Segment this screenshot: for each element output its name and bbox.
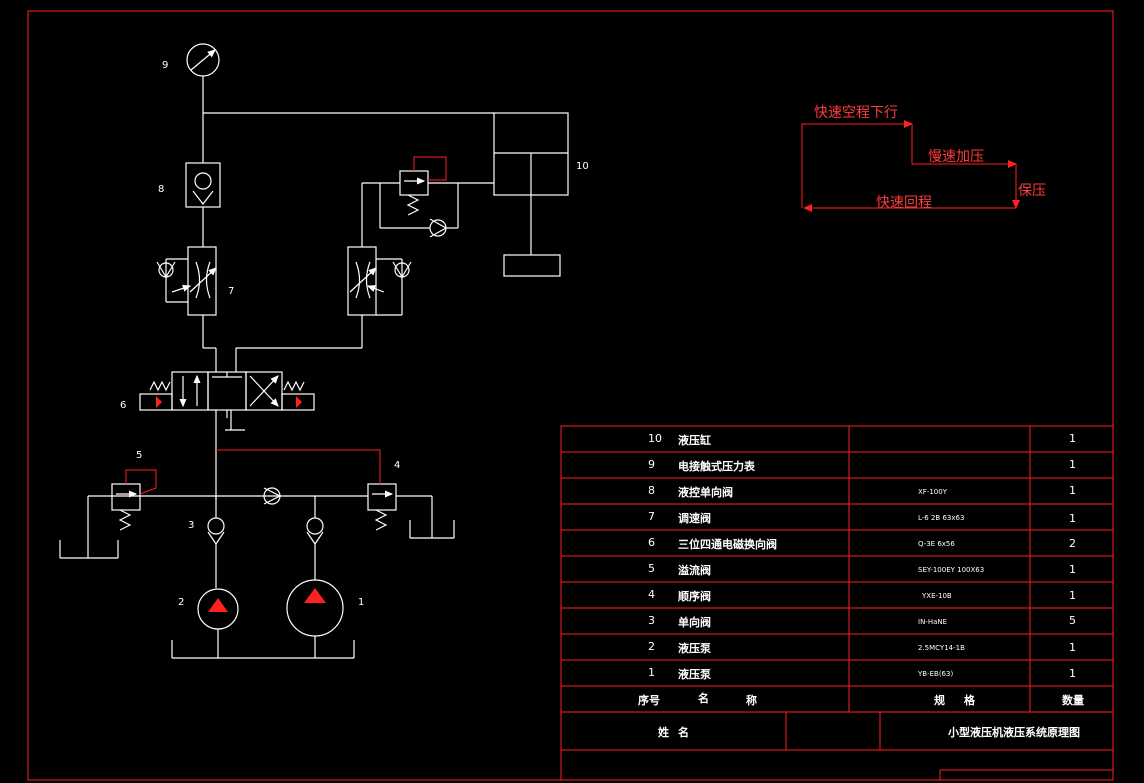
row-name: 液压泵	[678, 668, 711, 681]
header-name-2: 称	[746, 694, 757, 707]
relief-valve-top-icon	[399, 170, 429, 196]
row-no: 7	[648, 510, 655, 523]
label-5: 5	[136, 450, 143, 461]
row-name: 液控单向阀	[678, 486, 733, 499]
row-name: 三位四通电磁换向阀	[678, 538, 777, 551]
row-no: 2	[648, 640, 655, 653]
row-spec: IN-HaNE	[918, 618, 948, 626]
phase-hold: 保压	[1018, 183, 1046, 199]
speed-control-valve-icon	[156, 246, 217, 348]
row-no: 6	[648, 536, 655, 549]
row-no: 1	[648, 666, 655, 679]
pump-1-icon	[286, 579, 344, 658]
drawing-title: 小型液压机液压系统原理图	[948, 726, 1080, 739]
label-4: 4	[394, 460, 401, 471]
pump-2-icon	[197, 588, 239, 658]
label-3: 3	[188, 520, 195, 531]
row-spec: Q-3E 6x56	[918, 540, 955, 548]
label-9: 9	[162, 60, 169, 71]
row-name: 电接触式压力表	[678, 460, 755, 473]
row-no: 10	[648, 432, 662, 445]
row-qty: 2	[1069, 537, 1076, 550]
relief-valve-icon	[111, 483, 141, 511]
row-qty: 1	[1069, 432, 1076, 445]
row-spec: YB-EB(63)	[918, 670, 954, 678]
outer-frame	[27, 10, 1114, 781]
row-spec: 2.5MCY14-1B	[918, 644, 965, 652]
label-1: 1	[358, 597, 365, 608]
phase-slow-press: 慢速加压	[928, 149, 984, 165]
row-qty: 1	[1069, 563, 1076, 576]
label-2: 2	[178, 597, 185, 608]
row-name: 调速阀	[678, 512, 711, 525]
label-6: 6	[120, 400, 127, 411]
header-spec-1: 规	[934, 694, 945, 707]
footer-name-1: 姓	[658, 726, 669, 739]
row-name: 单向阀	[678, 616, 711, 629]
label-10: 10	[576, 161, 589, 172]
row-no: 5	[648, 562, 655, 575]
speed-control-valve-right-icon	[347, 246, 412, 348]
cycle-diagram	[801, 120, 1020, 212]
pilot-check-valve-icon	[185, 162, 221, 247]
row-no: 4	[648, 588, 655, 601]
label-7: 7	[228, 286, 235, 297]
header-spec-2: 格	[964, 694, 975, 707]
row-no: 9	[648, 458, 655, 471]
row-spec: L-6 2B 63x63	[918, 514, 965, 522]
header-no: 序号	[638, 694, 660, 707]
directional-valve-icon	[139, 371, 315, 500]
row-qty: 1	[1069, 667, 1076, 680]
phase-fast-return: 快速回程	[876, 195, 932, 211]
row-name: 顺序阀	[678, 590, 711, 603]
label-8: 8	[158, 184, 165, 195]
row-qty: 1	[1069, 641, 1076, 654]
circuit	[59, 43, 569, 659]
row-qty: 1	[1069, 458, 1076, 471]
phase-fast-down: 快速空程下行	[814, 105, 898, 121]
row-name: 液压泵	[678, 642, 711, 655]
row-name: 溢流阀	[678, 564, 711, 577]
row-no: 3	[648, 614, 655, 627]
footer-name-2: 名	[678, 726, 689, 739]
header-qty: 数量	[1062, 694, 1084, 707]
row-qty: 5	[1069, 614, 1076, 627]
row-name: 液压缸	[678, 434, 711, 447]
row-no: 8	[648, 484, 655, 497]
sequence-valve-icon	[367, 483, 397, 511]
hydraulic-cylinder-icon	[493, 112, 569, 277]
row-spec: YXE-10B	[922, 592, 952, 600]
row-qty: 1	[1069, 589, 1076, 602]
row-qty: 1	[1069, 512, 1076, 525]
header-name-1: 名	[698, 692, 709, 705]
check-valve-top-icon	[429, 219, 447, 237]
row-qty: 1	[1069, 484, 1076, 497]
title-block-grid	[560, 425, 1114, 781]
row-spec: XF-100Y	[918, 488, 947, 496]
check-valve-pump1-icon	[306, 517, 324, 535]
pressure-gauge-icon	[186, 43, 220, 113]
row-spec: SEY-100EY 100X63	[918, 566, 985, 574]
check-valve-3-icon	[207, 517, 225, 535]
